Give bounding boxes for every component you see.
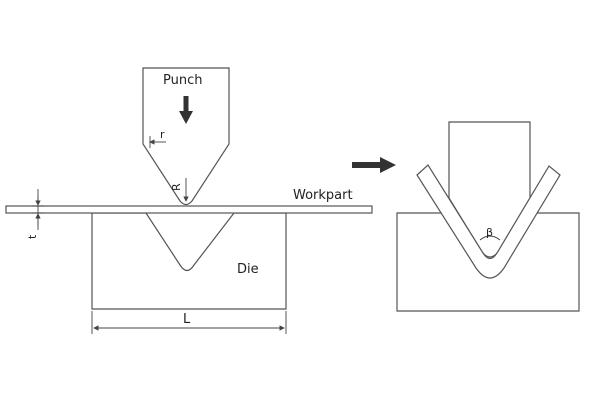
r-label: r bbox=[160, 128, 165, 141]
t-label: t bbox=[26, 234, 39, 239]
after-bending-view: β bbox=[396, 121, 580, 312]
t-dimension bbox=[32, 189, 44, 230]
L-dimension bbox=[91, 311, 287, 334]
workpart-sheet bbox=[5, 205, 373, 214]
L-label: L bbox=[183, 312, 191, 327]
beta-label: β bbox=[486, 226, 493, 239]
R-label: R bbox=[170, 183, 183, 191]
bent-workpart bbox=[416, 164, 561, 279]
punch-label: Punch bbox=[163, 73, 202, 88]
punch-body bbox=[142, 67, 230, 206]
punch-direction-arrow bbox=[179, 96, 193, 124]
before-bending-view: Punch r R Workpart Die t L bbox=[5, 67, 373, 334]
process-arrow bbox=[352, 157, 396, 173]
beta-angle-arc bbox=[479, 235, 501, 241]
die-label: Die bbox=[237, 262, 259, 277]
workpart-label: Workpart bbox=[293, 188, 353, 203]
die-block bbox=[91, 212, 287, 310]
